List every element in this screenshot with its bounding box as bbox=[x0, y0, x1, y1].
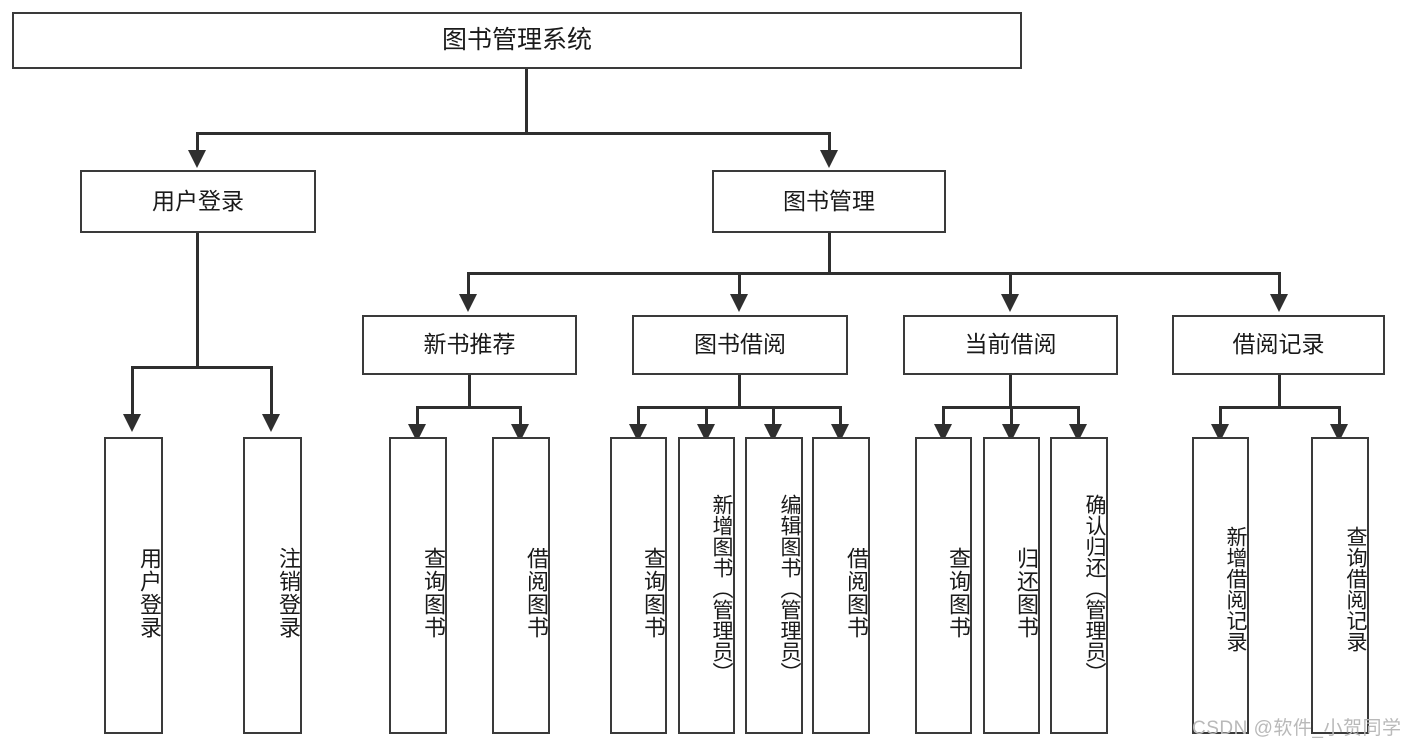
leaf-query-record[interactable]: 查询借阅记录 bbox=[1311, 437, 1369, 734]
leaf-add-record[interactable]: 新增借阅记录 bbox=[1192, 437, 1249, 734]
edge-book-manage-to-current-borrow bbox=[1009, 272, 1012, 297]
edge-book-borrow-stem bbox=[738, 375, 741, 406]
leaf-return-book[interactable]: 归还图书 bbox=[983, 437, 1040, 734]
node-current-borrow[interactable]: 当前借阅 bbox=[903, 315, 1118, 375]
leaf-query-book-3[interactable]: 查询图书 bbox=[915, 437, 972, 734]
arrow-book-manage-to-new-book-rec bbox=[459, 294, 477, 312]
edge-book-borrow-bus bbox=[637, 406, 841, 409]
node-book-manage[interactable]: 图书管理 bbox=[712, 170, 946, 233]
edge-book-borrow-to-leaf-4 bbox=[839, 406, 842, 428]
node-book-borrow[interactable]: 图书借阅 bbox=[632, 315, 848, 375]
arrow-root-to-book-manage bbox=[820, 150, 838, 168]
node-borrow-record[interactable]: 借阅记录 bbox=[1172, 315, 1385, 375]
leaf-user-login[interactable]: 用户登录 bbox=[104, 437, 163, 734]
arrow-book-manage-to-current-borrow bbox=[1001, 294, 1019, 312]
edge-user-login-to-leaf-1 bbox=[131, 366, 134, 416]
edge-new-book-rec-to-leaf-2 bbox=[519, 406, 522, 428]
edge-borrow-record-stem bbox=[1278, 375, 1281, 406]
arrow-user-login-to-leaf-2 bbox=[262, 414, 280, 432]
edge-borrow-record-bus bbox=[1219, 406, 1341, 409]
leaf-logout[interactable]: 注销登录 bbox=[243, 437, 302, 734]
edge-book-manage-bus bbox=[467, 272, 1281, 275]
edge-book-manage-stem bbox=[828, 233, 831, 272]
edge-new-book-rec-stem bbox=[468, 375, 471, 406]
node-new-book-rec[interactable]: 新书推荐 bbox=[362, 315, 577, 375]
arrow-user-login-to-leaf-1 bbox=[123, 414, 141, 432]
edge-user-login-bus bbox=[131, 366, 273, 369]
edge-borrow-record-to-leaf-1 bbox=[1219, 406, 1222, 428]
edge-current-borrow-to-leaf-2 bbox=[1010, 406, 1013, 428]
edge-root-to-book-manage bbox=[828, 132, 831, 154]
edge-borrow-record-to-leaf-2 bbox=[1338, 406, 1341, 428]
edge-book-borrow-to-leaf-3 bbox=[772, 406, 775, 428]
node-root[interactable]: 图书管理系统 bbox=[12, 12, 1022, 69]
leaf-query-book-1[interactable]: 查询图书 bbox=[389, 437, 447, 734]
leaf-borrow-book-2[interactable]: 借阅图书 bbox=[812, 437, 870, 734]
edge-root-to-user-login bbox=[196, 132, 199, 154]
edge-user-login-to-leaf-2 bbox=[270, 366, 273, 416]
edge-user-login-stem bbox=[196, 233, 199, 366]
edge-new-book-rec-bus bbox=[416, 406, 522, 409]
edge-current-borrow-stem bbox=[1009, 375, 1012, 406]
leaf-add-book[interactable]: 新增图书（管理员） bbox=[678, 437, 735, 734]
leaf-confirm-return[interactable]: 确认归还（管理员） bbox=[1050, 437, 1108, 734]
edge-current-borrow-to-leaf-3 bbox=[1077, 406, 1080, 428]
edge-current-borrow-to-leaf-1 bbox=[942, 406, 945, 428]
arrow-root-to-user-login bbox=[188, 150, 206, 168]
edge-root-stem bbox=[525, 69, 528, 132]
edge-book-borrow-to-leaf-2 bbox=[705, 406, 708, 428]
arrow-book-manage-to-borrow-record bbox=[1270, 294, 1288, 312]
edge-new-book-rec-to-leaf-1 bbox=[416, 406, 419, 428]
node-user-login[interactable]: 用户登录 bbox=[80, 170, 316, 233]
edge-root-bus bbox=[196, 132, 831, 135]
leaf-query-book-2[interactable]: 查询图书 bbox=[610, 437, 667, 734]
arrow-book-manage-to-book-borrow bbox=[730, 294, 748, 312]
edge-book-manage-to-borrow-record bbox=[1278, 272, 1281, 297]
leaf-borrow-book-1[interactable]: 借阅图书 bbox=[492, 437, 550, 734]
csdn-watermark: CSDN @软件_小贺同学 bbox=[1192, 718, 1402, 739]
edge-book-manage-to-new-book-rec bbox=[467, 272, 470, 297]
edge-book-borrow-to-leaf-1 bbox=[637, 406, 640, 428]
leaf-edit-book[interactable]: 编辑图书（管理员） bbox=[745, 437, 803, 734]
edge-book-manage-to-book-borrow bbox=[738, 272, 741, 297]
